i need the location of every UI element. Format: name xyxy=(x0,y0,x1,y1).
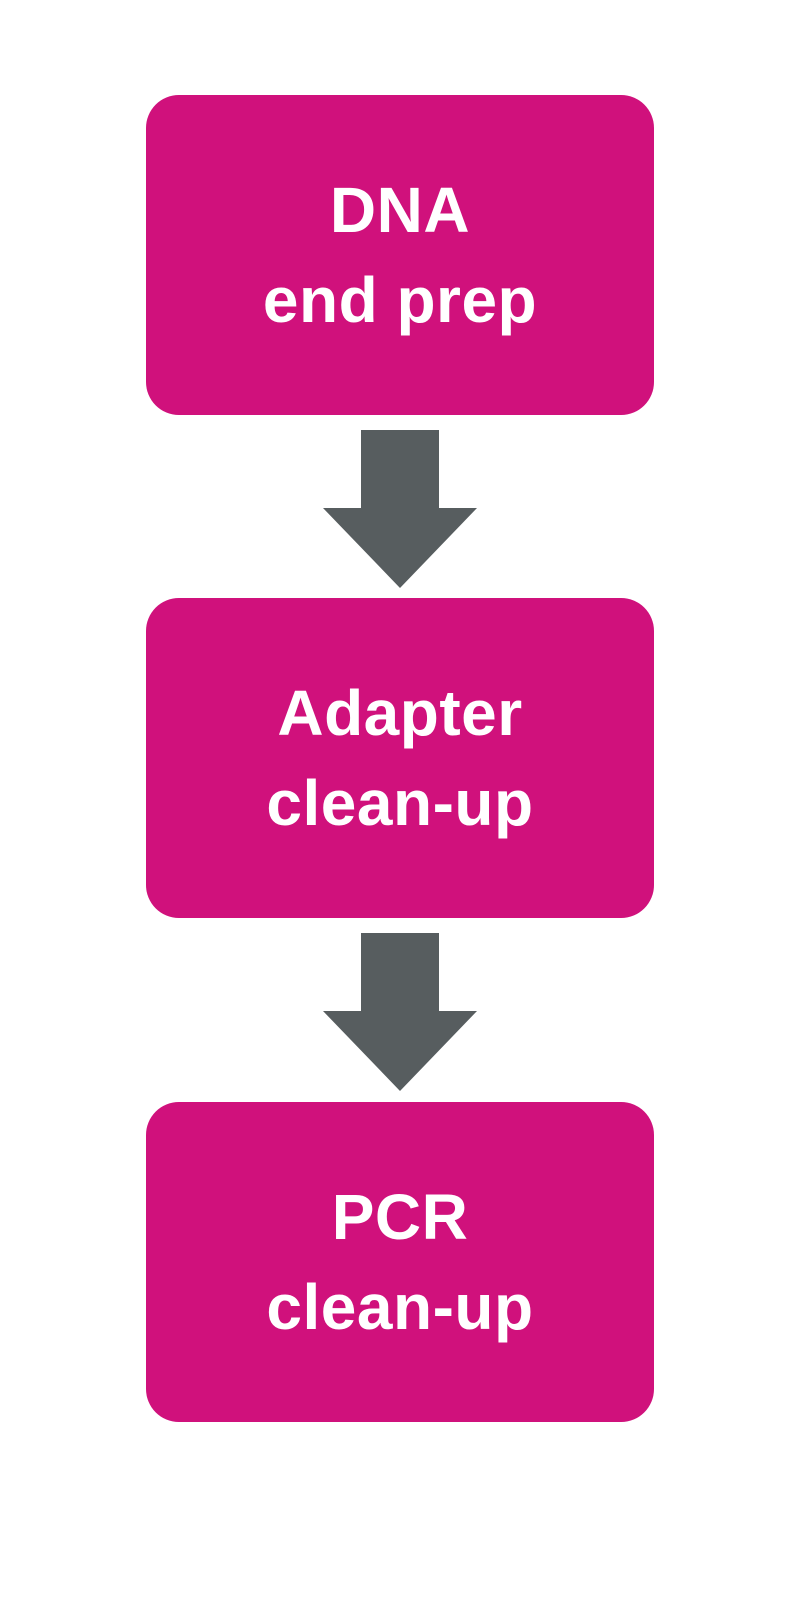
node-label-line: clean-up xyxy=(266,1271,534,1343)
node-label-line: Adapter xyxy=(277,677,523,749)
flow-node-adapter-clean-up: Adapter clean-up xyxy=(146,598,654,918)
node-label-line: DNA xyxy=(329,174,471,246)
node-label-line: PCR xyxy=(331,1181,469,1253)
flow-node-dna-end-prep: DNA end prep xyxy=(146,95,654,415)
down-arrow-shape xyxy=(323,933,477,1091)
flow-node-pcr-clean-up: PCR clean-up xyxy=(146,1102,654,1422)
down-arrow-shape xyxy=(323,430,477,588)
node-label-line: clean-up xyxy=(266,767,534,839)
down-arrow-icon xyxy=(323,933,477,1091)
down-arrow-icon xyxy=(323,430,477,588)
flowchart-stack: DNA end prep Adapter clean-up PCR clean-… xyxy=(0,95,800,1422)
node-label-line: end prep xyxy=(262,264,538,336)
